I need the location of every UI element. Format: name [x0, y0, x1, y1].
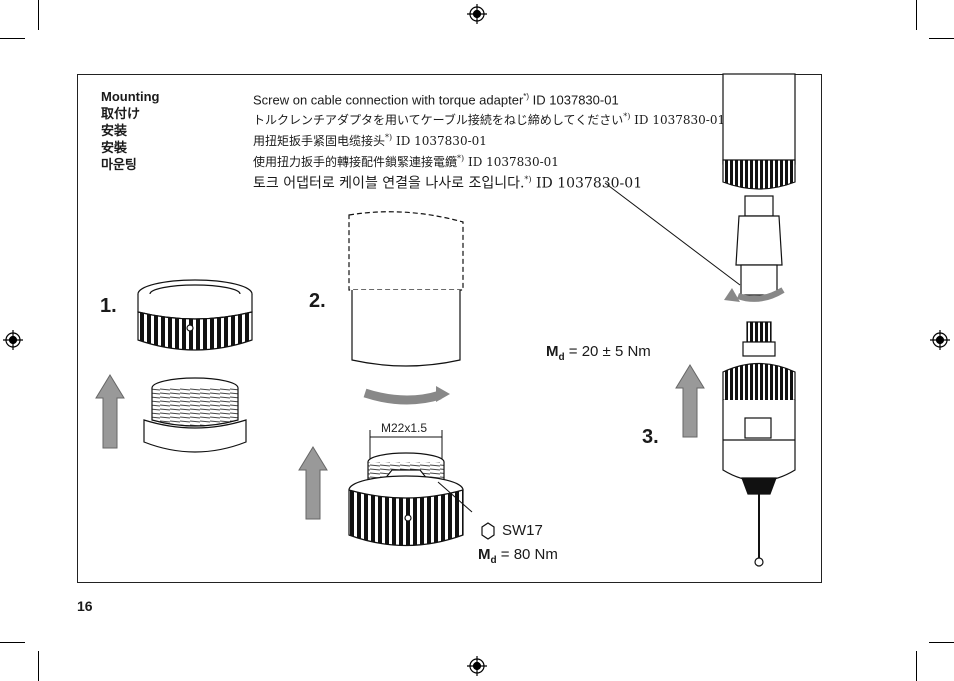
crop-mark — [929, 642, 954, 643]
heading-zh-tw: 安裝 — [101, 140, 128, 155]
step2-connector — [348, 452, 464, 547]
thread-label: M22x1.5 — [381, 421, 427, 435]
heading-zh-cn: 安装 — [101, 123, 128, 138]
crop-mark — [916, 0, 917, 30]
crop-mark — [0, 38, 25, 39]
instruction-lines: Screw on cable connection with torque ad… — [253, 88, 725, 193]
heading-labels: Mounting 取付け 安装 安裝 마운팅 — [101, 88, 159, 173]
arrow-up-icon — [675, 364, 705, 438]
instruction-zh-cn: 用扭矩扳手紧固电缆接头*) ID 1037830-01 — [253, 133, 487, 149]
registration-mark-icon — [930, 330, 950, 350]
torque-step2: Md = 80 Nm — [478, 546, 558, 566]
thread-dimension — [369, 430, 443, 460]
crop-mark — [929, 38, 954, 39]
step-number-1: 1. — [100, 295, 117, 317]
heading-en: Mounting — [101, 89, 160, 104]
rotation-arrow-icon — [724, 287, 785, 302]
registration-mark-icon — [467, 656, 487, 676]
crop-mark — [38, 651, 39, 681]
arrow-up-icon — [298, 446, 328, 520]
page-number: 16 — [77, 598, 93, 614]
wrench-size-label: SW17 — [502, 522, 543, 539]
instruction-ja: トルクレンチアダプタを用いてケーブル接続をねじ締めしてください*) ID 103… — [253, 112, 726, 128]
instruction-ko: 토크 어댑터로 케이블 연결을 나사로 조입니다.*) ID 1037830-0… — [253, 175, 643, 192]
arrow-up-icon — [95, 374, 125, 449]
step3-cable-connector — [722, 73, 796, 296]
step2-adapter — [348, 211, 464, 367]
step-number-3: 3. — [642, 426, 659, 448]
instruction-zh-tw: 使用扭力扳手的轉接配件鎖緊連接電纜*) ID 1037830-01 — [253, 154, 559, 170]
step-number-2: 2. — [309, 290, 326, 312]
crop-mark — [0, 642, 25, 643]
step3-probe — [722, 321, 796, 567]
heading-ja: 取付け — [101, 106, 141, 121]
crop-mark — [916, 651, 917, 681]
registration-mark-icon — [467, 4, 487, 24]
step1-nut — [137, 279, 253, 351]
step1-base — [143, 377, 247, 453]
registration-mark-icon — [3, 330, 23, 350]
rotation-arrow-icon — [363, 386, 450, 405]
instruction-en: Screw on cable connection with torque ad… — [253, 92, 619, 108]
instruction-frame — [77, 74, 822, 583]
heading-ko: 마운팅 — [101, 157, 137, 172]
hex-icon — [481, 522, 495, 540]
torque-step3: Md = 20 ± 5 Nm — [546, 343, 651, 363]
crop-mark — [38, 0, 39, 30]
